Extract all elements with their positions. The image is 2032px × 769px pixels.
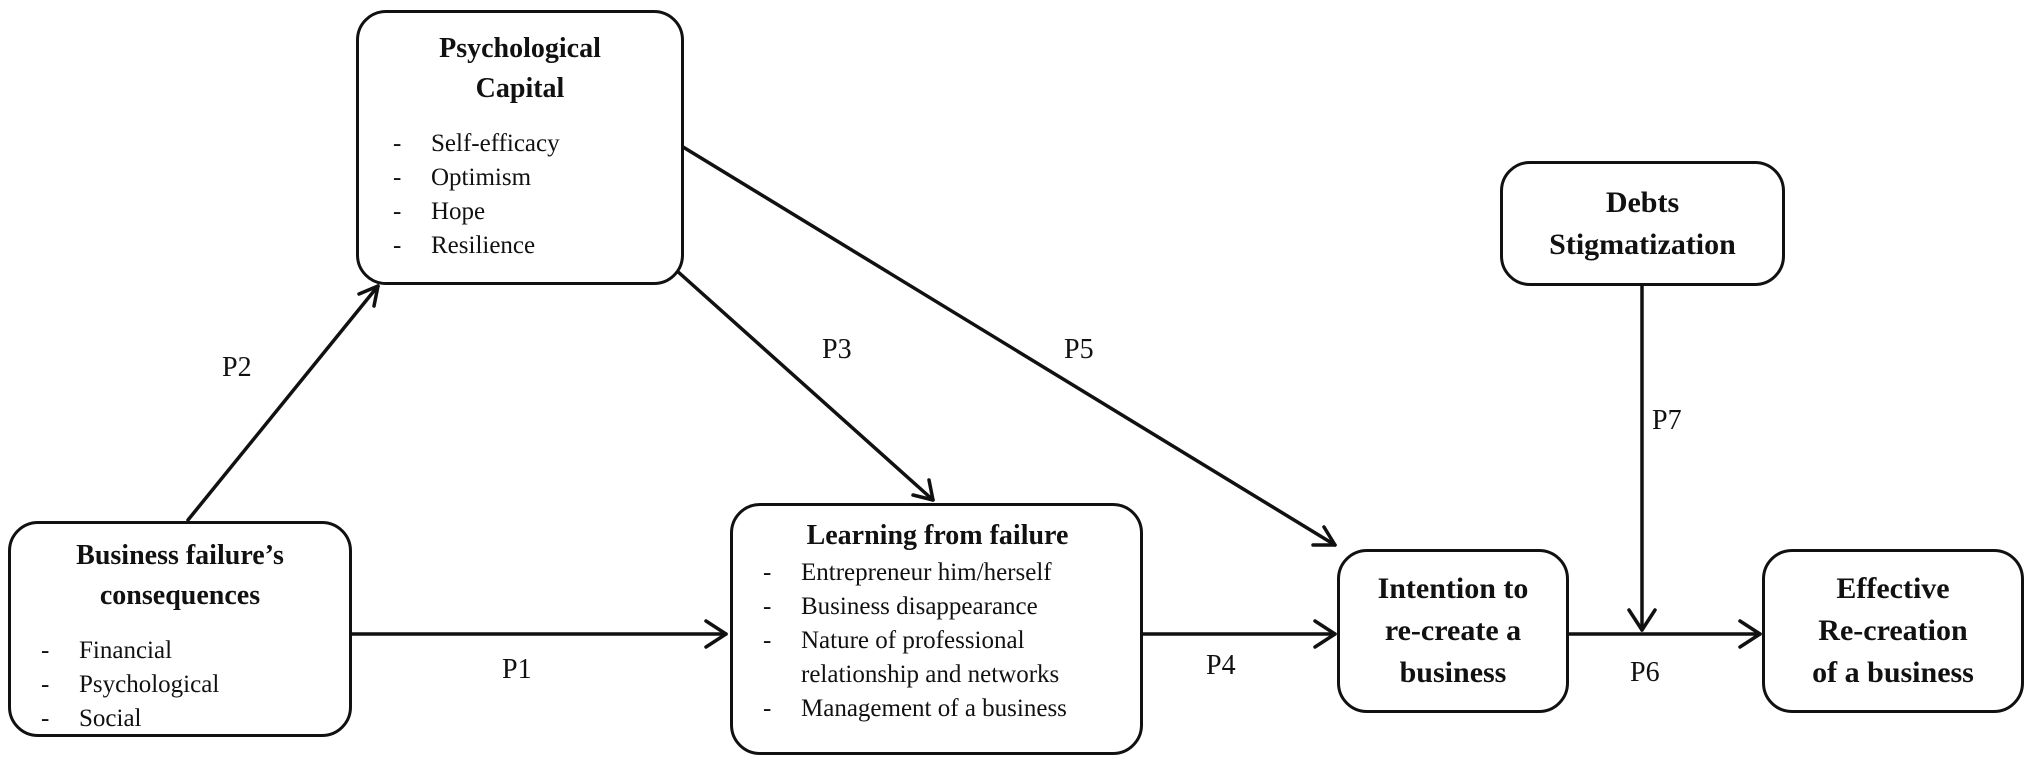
edge-label-p1: P1	[502, 654, 532, 685]
psychological-capital-title-line: Psychological	[439, 33, 601, 64]
debts-stigmatization-title-line: Debts	[1605, 185, 1680, 219]
node-debts-stigmatization: Debts Stigmatization	[1500, 161, 1785, 286]
psychological-capital-items: Self-efficacy Optimism Hope Resilience	[393, 127, 661, 263]
intention-title-line: Intention to	[1377, 572, 1529, 605]
business-failure-title-line: consequences	[99, 580, 261, 611]
business-failure-title: Business failure’s consequences	[41, 536, 333, 616]
learning-from-failure-items: Entrepreneur him/herself Business disapp…	[763, 556, 1126, 726]
list-item: Social	[41, 702, 333, 736]
edge-p7-arrow	[1627, 284, 1657, 632]
list-item: Business disappearance	[763, 590, 1126, 624]
intention-title: Intention to re-create a business	[1378, 568, 1529, 694]
psychological-capital-title: Psychological Capital	[393, 29, 661, 109]
effective-recreation-title-line: Re-creation	[1818, 614, 1968, 647]
business-failure-items: Financial Psychological Social	[41, 634, 333, 736]
intention-title-line: re-create a	[1384, 614, 1522, 647]
list-item: Self-efficacy	[393, 127, 661, 161]
edge-label-p7: P7	[1652, 405, 1682, 436]
learning-from-failure-title: Learning from failure	[763, 516, 1126, 556]
edge-label-p3: P3	[822, 334, 852, 365]
effective-recreation-title: Effective Re-creation of a business	[1812, 568, 1974, 694]
effective-recreation-title-line: Effective	[1836, 572, 1950, 605]
edge-label-p5: P5	[1064, 334, 1094, 365]
effective-recreation-title-line: of a business	[1812, 656, 1974, 689]
edge-p4-arrow	[1141, 619, 1337, 649]
list-item: Management of a business	[763, 692, 1126, 726]
list-item: Optimism	[393, 161, 661, 195]
business-failure-title-line: Business failure’s	[76, 540, 284, 571]
intention-title-line: business	[1399, 656, 1507, 689]
list-item: Psychological	[41, 668, 333, 702]
node-business-failure-consequences: Business failure’s consequences Financia…	[8, 521, 352, 737]
edge-p1-arrow	[350, 619, 728, 649]
edge-label-p2: P2	[222, 352, 252, 383]
node-psychological-capital: Psychological Capital Self-efficacy Opti…	[356, 10, 684, 285]
node-effective-recreation: Effective Re-creation of a business	[1762, 549, 2024, 713]
edge-p6-arrow	[1567, 619, 1762, 649]
learning-from-failure-title-line: Learning from failure	[806, 520, 1069, 551]
list-item: Nature of professional relationship and …	[763, 624, 1126, 692]
list-item: Entrepreneur him/herself	[763, 556, 1126, 590]
edge-label-p4: P4	[1206, 650, 1236, 681]
edge-p3-arrow	[674, 268, 935, 502]
edge-p2-arrow	[186, 284, 380, 522]
node-learning-from-failure: Learning from failure Entrepreneur him/h…	[730, 503, 1143, 755]
edge-p5-arrow	[681, 145, 1337, 547]
psychological-capital-title-line: Capital	[475, 73, 565, 104]
list-item: Financial	[41, 634, 333, 668]
debts-stigmatization-title: Debts Stigmatization	[1549, 182, 1736, 266]
list-item: Hope	[393, 195, 661, 229]
list-item: Resilience	[393, 229, 661, 263]
debts-stigmatization-title-line: Stigmatization	[1549, 227, 1736, 261]
node-intention-to-recreate: Intention to re-create a business	[1337, 549, 1569, 713]
edge-label-p6: P6	[1630, 657, 1660, 688]
